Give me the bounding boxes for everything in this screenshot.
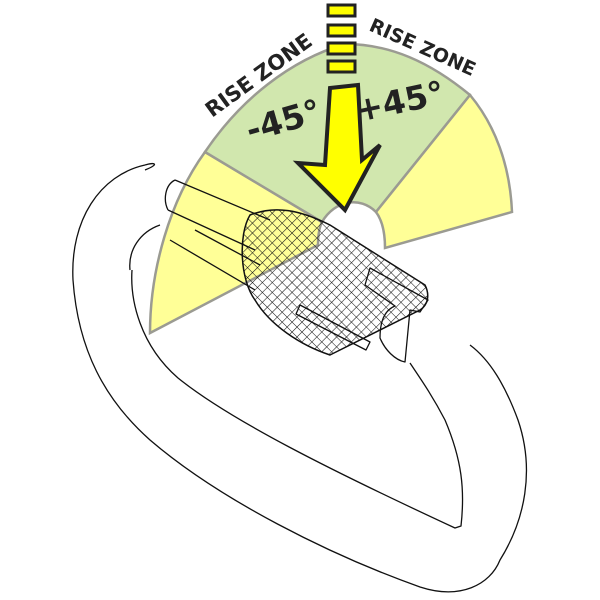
arrow-bar: [326, 41, 357, 56]
arrow-bar: [326, 59, 357, 74]
carabiner-nose: [129, 163, 161, 271]
arrow-bar: [326, 23, 357, 38]
arrow-bar: [326, 3, 357, 18]
carabiner-inner-outline: [131, 269, 464, 529]
carabiner: [72, 163, 528, 593]
gate-lock-pin: [295, 304, 371, 351]
carabiner-outer-outline: [72, 164, 528, 593]
rotation-arrow: [292, 3, 382, 214]
right-outer-zone: [374, 93, 514, 250]
gate-knurled-collar: [241, 209, 429, 356]
down-arrow-icon: [292, 82, 382, 214]
carabiner-gate: [164, 179, 429, 363]
gate-sleeve: [164, 179, 271, 291]
gate-slot: [364, 267, 429, 363]
